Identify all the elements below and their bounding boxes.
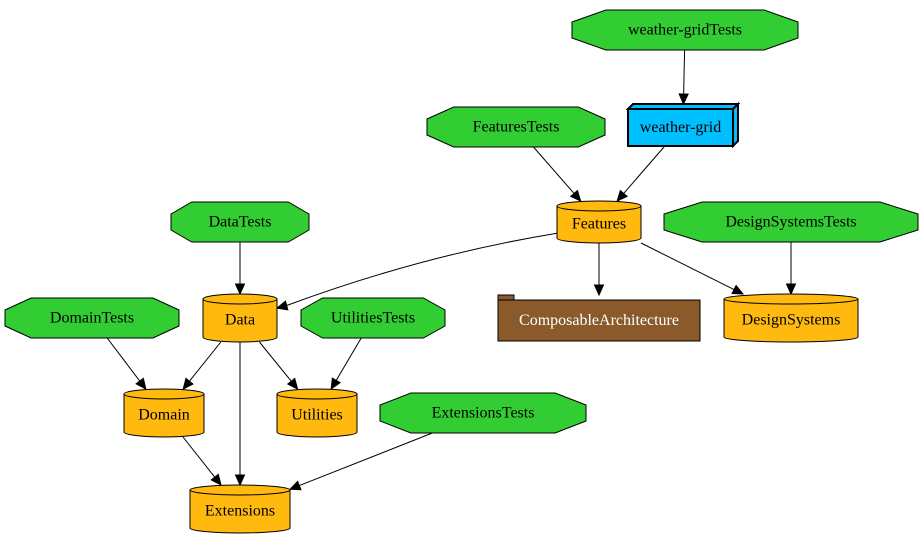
edge-weather-grid-to-features	[616, 145, 666, 202]
arrowhead-icon	[731, 284, 745, 295]
box-side-face	[732, 101, 739, 149]
arrowhead-icon	[286, 377, 299, 390]
node-weather-grid[interactable]: weather-grid	[625, 101, 741, 149]
edge-designsystemstests-to-designsystems	[785, 242, 797, 296]
edge-domain-to-extensions	[182, 436, 222, 486]
node-utilities[interactable]: Utilities	[276, 388, 358, 438]
edge-line	[299, 432, 433, 487]
box-top-face	[625, 103, 741, 110]
node-data[interactable]: Data	[202, 293, 278, 343]
octagon-shape	[300, 297, 446, 339]
arrowhead-icon	[330, 377, 342, 391]
node-extensionstests[interactable]: ExtensionsTests	[379, 392, 587, 434]
arrowhead-icon	[569, 189, 582, 202]
node-label: DesignSystemsTests	[725, 214, 856, 231]
node-label: Data	[225, 312, 255, 329]
node-composablearchitecture[interactable]: ComposableArchitecture	[497, 294, 701, 342]
node-label: Utilities	[291, 407, 343, 424]
edge-line	[640, 242, 735, 290]
cylinder-rim	[723, 298, 859, 305]
edge-data-to-extensions	[234, 342, 246, 487]
edge-features-to-composablearchitecture	[593, 243, 605, 297]
arrowhead-icon	[182, 377, 194, 390]
edge-line	[335, 337, 362, 381]
arrowhead-icon	[593, 284, 605, 297]
octagon-shape	[170, 201, 310, 243]
edge-extensionstests-to-extensions	[288, 432, 433, 491]
arrowhead-icon	[234, 474, 246, 487]
node-domaintests[interactable]: DomainTests	[4, 297, 180, 339]
node-label: DataTests	[209, 214, 272, 231]
node-datatests[interactable]: DataTests	[170, 201, 310, 243]
cylinder-shape	[723, 293, 859, 343]
arrowhead-icon	[785, 283, 797, 296]
octagon-shape	[426, 106, 606, 148]
cylinder-shape	[276, 388, 358, 438]
cylinder-shape	[189, 484, 291, 534]
cylinder-shape	[556, 200, 642, 244]
arrowhead-icon	[234, 283, 246, 296]
arrowhead-icon	[616, 189, 629, 202]
node-label: Domain	[138, 407, 190, 424]
node-label: weather-grid	[640, 119, 721, 136]
node-label: Extensions	[205, 503, 275, 520]
arrowhead-icon	[275, 300, 289, 311]
edge-features-to-designsystems	[640, 242, 745, 295]
node-features[interactable]: Features	[556, 200, 642, 244]
edge-line	[259, 341, 292, 382]
edge-data-to-utilities	[259, 341, 299, 390]
cylinder-rim	[189, 489, 291, 496]
node-utilitiestests[interactable]: UtilitiesTests	[300, 297, 446, 339]
node-designsystemstests[interactable]: DesignSystemsTests	[663, 201, 919, 243]
cylinder-rim	[276, 393, 358, 400]
node-featurestests[interactable]: FeaturesTests	[426, 106, 606, 148]
edge-line	[182, 436, 216, 478]
arrowhead-icon	[135, 377, 147, 390]
edge-line	[683, 49, 686, 95]
edge-domaintests-to-domain	[106, 337, 147, 390]
cylinder-rim	[123, 393, 205, 400]
arrowhead-icon	[678, 93, 689, 106]
edge-weather-gridtests-to-weather-grid	[678, 49, 689, 106]
node-label: ExtensionsTests	[432, 405, 535, 422]
node-weather-gridtests[interactable]: weather-gridTests	[571, 9, 799, 51]
node-label: UtilitiesTests	[331, 310, 415, 327]
edge-line	[189, 341, 222, 382]
edge-line	[533, 146, 575, 194]
octagon-shape	[379, 392, 587, 434]
edges-layer	[106, 49, 797, 491]
octagon-shape	[4, 297, 180, 339]
cylinder-shape	[202, 293, 278, 343]
edge-line	[286, 232, 558, 306]
node-domain[interactable]: Domain	[123, 388, 205, 438]
edge-datatests-to-data	[234, 242, 246, 296]
node-label: ComposableArchitecture	[519, 312, 679, 329]
nodes-layer: weather-gridTests weather-grid FeaturesTes…	[4, 9, 919, 534]
edge-features-to-data	[275, 232, 558, 311]
octagon-shape	[663, 201, 919, 243]
node-label: DesignSystems	[742, 312, 841, 329]
cylinder-rim	[202, 298, 278, 305]
edge-featurestests-to-features	[533, 146, 582, 202]
edge-data-to-domain	[182, 341, 222, 390]
edge-line	[106, 337, 141, 382]
folder-tab-shape	[497, 299, 701, 342]
edge-line	[623, 145, 666, 194]
node-designsystems[interactable]: DesignSystems	[723, 293, 859, 343]
node-label: DomainTests	[50, 310, 134, 327]
node-extensions[interactable]: Extensions	[189, 484, 291, 534]
folder-tab	[497, 294, 515, 301]
node-label: Features	[572, 216, 626, 233]
cylinder-rim	[556, 205, 642, 212]
node-label: FeaturesTests	[473, 119, 560, 136]
edge-utilitiestests-to-utilities	[330, 337, 362, 391]
octagon-shape	[571, 9, 799, 51]
arrowhead-icon	[288, 480, 302, 491]
cylinder-shape	[123, 388, 205, 438]
node-label: weather-gridTests	[628, 22, 742, 39]
arrowhead-icon	[210, 473, 222, 486]
